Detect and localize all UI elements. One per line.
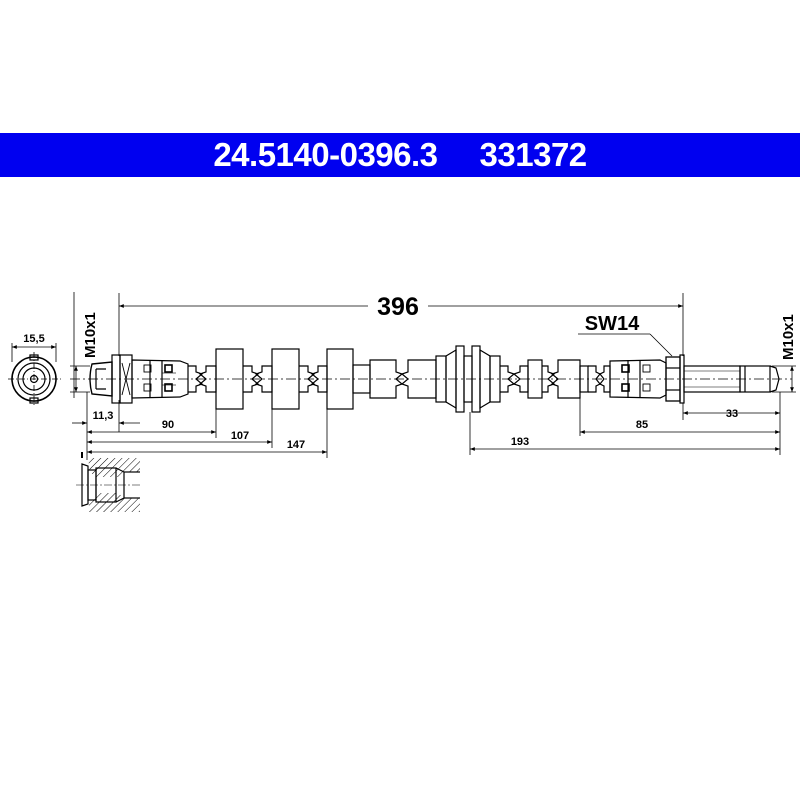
section-detail xyxy=(76,452,142,512)
total-length-label: 396 xyxy=(377,293,419,321)
dim-107-label: 107 xyxy=(231,430,249,442)
dim-33-label: 33 xyxy=(726,408,738,420)
title-bar: 24.5140-0396.3 331372 xyxy=(0,133,800,177)
dim-85-label: 85 xyxy=(636,419,648,431)
left-thread-label: M10x1 xyxy=(82,312,99,358)
right-thread-label: M10x1 xyxy=(780,314,797,360)
hose-body xyxy=(188,345,611,413)
dim-147-label: 147 xyxy=(287,439,305,451)
left-fitting-length-label: 11,3 xyxy=(93,410,114,422)
left-fitting xyxy=(89,354,189,404)
wrench-size-label: SW14 xyxy=(585,313,640,335)
dim-193-label: 193 xyxy=(511,436,529,448)
reference-number: 331372 xyxy=(479,136,588,173)
end-view-width-label: 15,5 xyxy=(23,333,44,345)
end-view xyxy=(8,343,62,406)
dim-90-label: 90 xyxy=(162,419,174,431)
part-number: 24.5140-0396.3 xyxy=(213,136,438,173)
right-fitting xyxy=(609,354,780,404)
